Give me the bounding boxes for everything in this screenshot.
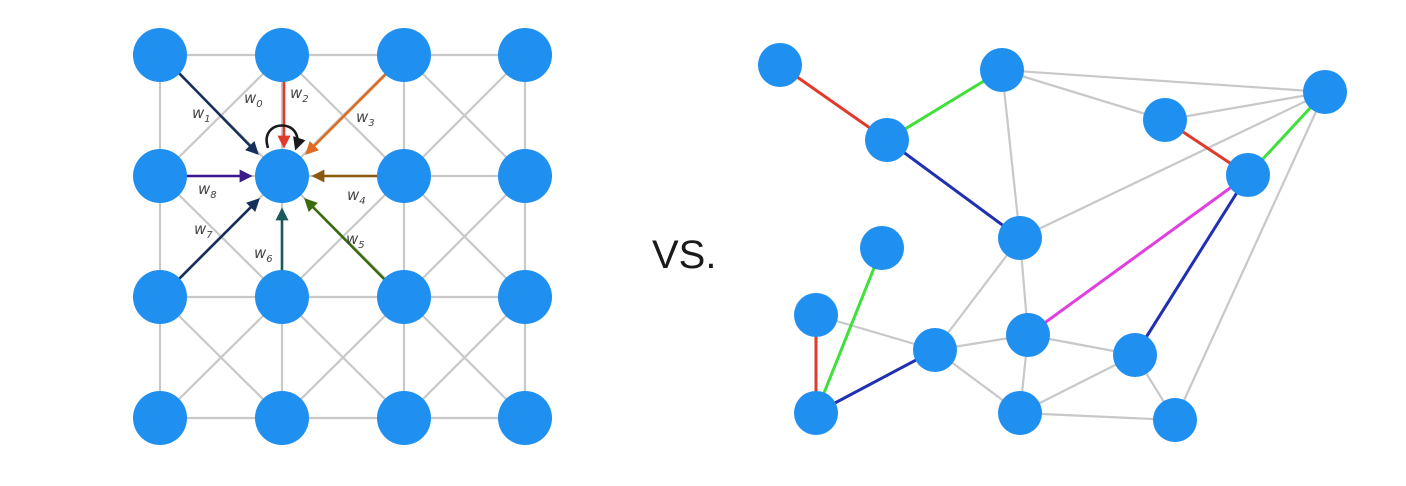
graph-node <box>1143 98 1187 142</box>
graph-node <box>794 293 838 337</box>
label-w3: w3 <box>356 108 375 129</box>
graph-node <box>980 48 1024 92</box>
grid-node <box>377 149 431 203</box>
label-w8: w8 <box>198 180 217 201</box>
grid-node <box>133 149 187 203</box>
label-w6: w6 <box>254 244 273 265</box>
grid-node-center <box>255 149 309 203</box>
arrow-w1 <box>177 71 259 155</box>
graph-nodes <box>758 43 1347 442</box>
grid-node <box>133 270 187 324</box>
edge-magenta <box>1027 173 1249 337</box>
grid-node <box>498 391 552 445</box>
label-w7: w7 <box>194 220 213 241</box>
grid-node <box>498 270 552 324</box>
label-w4: w4 <box>347 186 366 207</box>
graph-node <box>758 43 802 87</box>
graph-node <box>1113 333 1157 377</box>
grid-node <box>255 391 309 445</box>
grid-node <box>377 391 431 445</box>
edge-blue <box>886 138 1021 240</box>
weight-labels: w1 w0 w2 w3 w4 w5 w6 w7 w8 <box>192 84 375 265</box>
arrow-w7 <box>177 198 260 281</box>
grid-node <box>255 270 309 324</box>
grid-node <box>133 391 187 445</box>
grid-node <box>377 28 431 82</box>
label-w0: w0 <box>244 89 263 110</box>
arrow-w3 <box>305 71 389 155</box>
grid-node <box>133 28 187 82</box>
graph-node <box>1226 153 1270 197</box>
edge-green <box>886 68 1003 142</box>
graph-node <box>794 391 838 435</box>
grid-node <box>255 28 309 82</box>
graph-node <box>1006 313 1050 357</box>
arrow-w5 <box>304 198 386 281</box>
graph-node <box>998 216 1042 260</box>
graph-node <box>998 391 1042 435</box>
label-w1: w1 <box>192 104 211 125</box>
grid-node <box>498 28 552 82</box>
edge-blue <box>1133 174 1250 356</box>
graph-node <box>860 226 904 270</box>
graph-node <box>913 328 957 372</box>
grid-node <box>498 149 552 203</box>
grid-graph: w1 w0 w2 w3 w4 w5 w6 w7 w8 <box>133 28 552 445</box>
label-w2: w2 <box>290 84 309 105</box>
graph-node <box>1303 70 1347 114</box>
edge-green <box>814 247 884 414</box>
graph-node <box>865 118 909 162</box>
edge-blue <box>815 348 936 415</box>
label-w5: w5 <box>346 230 365 251</box>
grid-node <box>377 270 431 324</box>
weight-arrows <box>177 71 389 281</box>
graph-node <box>1153 398 1197 442</box>
self-loop-w0 <box>265 124 306 151</box>
grid-nodes <box>133 28 552 445</box>
arbitrary-graph <box>758 43 1347 442</box>
vs-label: VS. <box>652 233 716 277</box>
